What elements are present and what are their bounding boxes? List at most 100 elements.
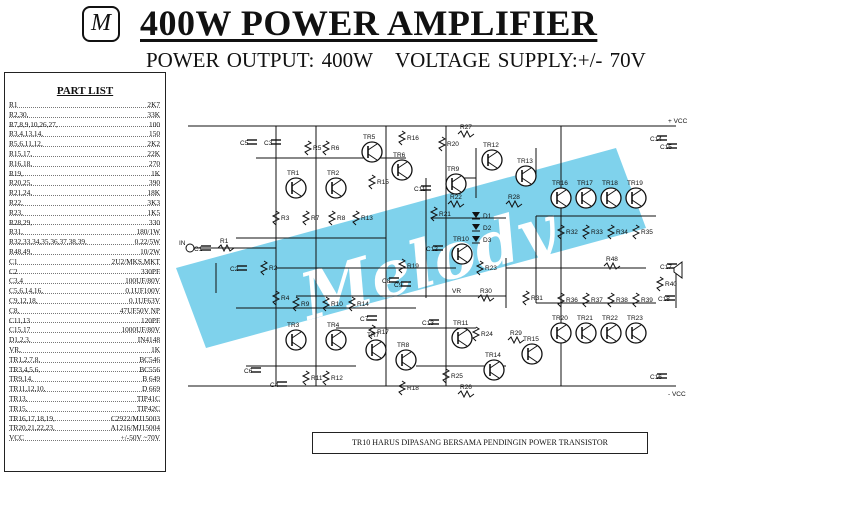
part-value: 1000UF/80V: [121, 325, 160, 335]
input-jack: [185, 243, 195, 253]
vcc-pos-label: + VCC: [668, 118, 688, 125]
resistor-symbol: [441, 368, 451, 384]
part-ref: R23,: [9, 207, 23, 217]
brand-logo: M: [82, 6, 120, 42]
leader-dots: [9, 351, 160, 353]
resistor-r34: R34: [606, 224, 628, 240]
resistor-r40: R40: [655, 276, 677, 292]
resistor-r2: R2: [259, 260, 278, 276]
part-ref: C5,6,14,16,: [9, 286, 44, 296]
leader-dots: [9, 165, 160, 167]
resistor-r29: R29: [507, 330, 525, 345]
resistor-label: R22: [450, 194, 462, 201]
resistor-label: R17: [377, 329, 389, 336]
part-ref: R1: [9, 100, 18, 109]
transistor-body: [600, 187, 622, 209]
leader-dots: [9, 371, 160, 373]
resistor-symbol: [367, 324, 377, 340]
resistor-symbol: [429, 206, 439, 222]
part-ref: R32,33,34,35,36,37,38,39,: [9, 237, 87, 247]
resistor-r37: R37: [581, 292, 603, 308]
part-value: 100UF/80V: [125, 276, 160, 286]
resistor-symbol: [655, 276, 665, 292]
resistor-symbol: [271, 290, 281, 306]
part-list-row: R15,17,22K: [5, 149, 165, 159]
transistor-body: [575, 187, 597, 209]
resistor-label: R21: [439, 211, 451, 218]
leader-dots: [9, 381, 160, 383]
leader-dots: [9, 361, 160, 363]
diode-d1: D1: [472, 212, 492, 220]
resistor-label: R2: [269, 265, 278, 272]
resistor-r32: R32: [556, 224, 578, 240]
resistor-label: R34: [616, 229, 628, 236]
part-value: 2U2/MKS,MKT: [111, 256, 160, 266]
part-value: 18K: [147, 188, 160, 198]
leader-dots: [9, 126, 160, 128]
capacitor-label: C12: [426, 246, 438, 253]
vr-label: VR: [452, 288, 461, 295]
resistor-label: R6: [331, 145, 340, 152]
leader-dots: [9, 106, 160, 108]
leader-dots: [9, 430, 160, 432]
capacitor-c7: C7: [360, 315, 377, 323]
part-list-row: TR11,12,10,D 669: [5, 384, 165, 394]
resistor-symbol: [505, 199, 523, 209]
transistor-label: TR20: [552, 315, 568, 322]
resistor-symbol: [397, 130, 407, 146]
part-value: 47UF50V NP: [119, 305, 160, 315]
transistor-body: [481, 149, 503, 171]
transistor-label: TR1: [287, 170, 300, 177]
transistor-tr2: TR2: [325, 170, 347, 199]
leader-dots: [9, 263, 160, 265]
leader-dots: [9, 224, 160, 226]
transistor-label: TR15: [523, 336, 539, 343]
capacitor-c1: C1: [194, 245, 211, 253]
part-ref: R20,25,: [9, 178, 33, 188]
resistor-label: R13: [361, 215, 373, 222]
capacitor-label: C15: [660, 144, 672, 151]
resistor-label: R16: [407, 135, 419, 142]
part-list-row: TR16,17,18,19,C2922/MJ15003: [5, 414, 165, 424]
resistor-r17: R17: [367, 324, 389, 340]
resistor-symbol: [475, 260, 485, 276]
part-value: 150: [149, 129, 160, 139]
speaker-symbol: [673, 261, 683, 279]
part-list-row: VCC+/-50V ~70V: [5, 433, 165, 443]
resistor-label: R35: [641, 229, 653, 236]
part-list-row: R21,24,18K: [5, 188, 165, 198]
resistor-symbol: [367, 174, 377, 190]
transistor-body: [575, 322, 597, 344]
resistor-symbol: [631, 224, 641, 240]
transistor-tr11: TR11: [451, 320, 473, 349]
resistor-symbol: [457, 389, 475, 399]
resistor-symbol: [217, 243, 235, 253]
capacitor-label: C8: [382, 278, 391, 285]
resistor-symbol: [437, 136, 447, 152]
resistor-r24: R24: [471, 326, 493, 342]
part-ref: R5,6,11,12,: [9, 139, 43, 149]
resistor-symbol: [321, 296, 331, 312]
resistor-symbol: [606, 224, 616, 240]
transistor-label: TR5: [363, 134, 376, 141]
diode-label: D3: [483, 237, 492, 244]
transistor-label: TR12: [483, 142, 499, 149]
resistor-r4: R4: [271, 290, 290, 306]
transistor-label: TR3: [287, 322, 300, 329]
capacitor-c3: C3: [264, 139, 281, 147]
resistor-label: R28: [508, 194, 520, 201]
transistor-tr1: TR1: [285, 170, 307, 199]
resistor-symbol: [581, 224, 591, 240]
part-ref: TR16,17,18,19,: [9, 413, 55, 423]
part-list-row: TR15,TIP42C: [5, 404, 165, 414]
resistor-label: R19: [407, 263, 419, 270]
resistor-label: R26: [460, 384, 472, 391]
resistor-r10: R10: [321, 296, 343, 312]
leader-dots: [9, 420, 160, 422]
part-list-row: R22,3K3: [5, 198, 165, 208]
capacitor-c5: C5: [240, 139, 257, 147]
transistor-tr23: TR23: [625, 315, 647, 344]
